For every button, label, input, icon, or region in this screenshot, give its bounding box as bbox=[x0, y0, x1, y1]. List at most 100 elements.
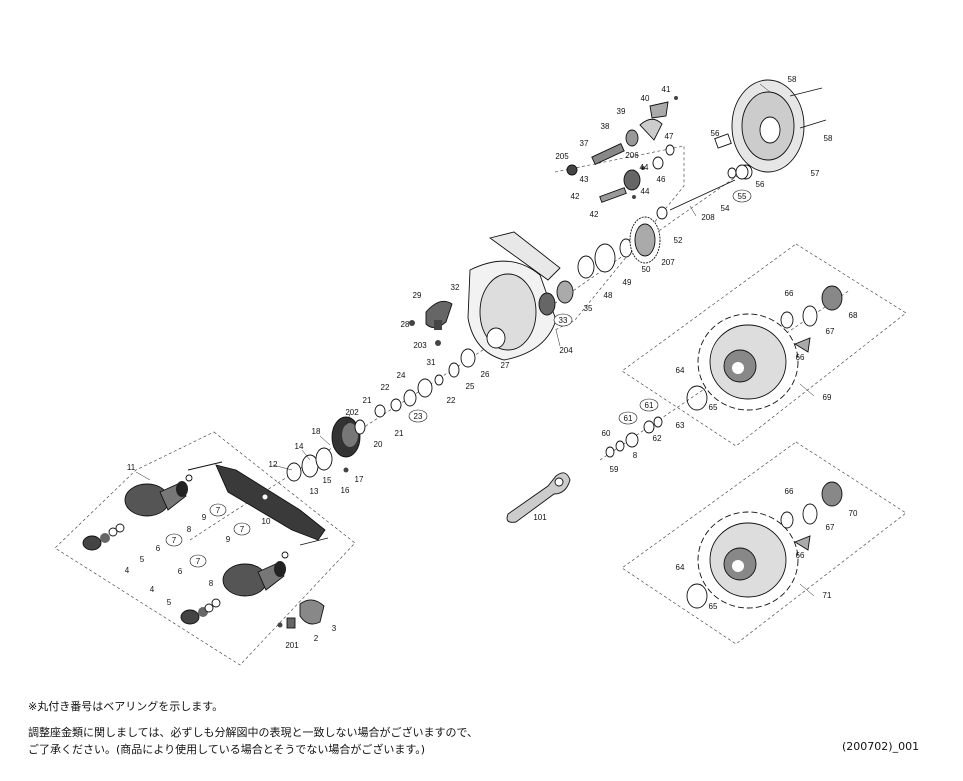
callout-label: 26 bbox=[481, 370, 490, 379]
callout-label: 42 bbox=[590, 210, 599, 219]
callout-label: 58 bbox=[824, 134, 833, 143]
callout-label: 203 bbox=[413, 341, 427, 350]
callout-label: 32 bbox=[451, 283, 460, 292]
knob-cap-lower bbox=[180, 607, 208, 625]
callout-label: 22 bbox=[447, 396, 456, 405]
callout-label: 42 bbox=[571, 192, 580, 201]
callout-label: 70 bbox=[849, 509, 858, 518]
callout-label: 64 bbox=[676, 366, 685, 375]
callout-label: 66 bbox=[785, 289, 794, 298]
callout-label: 31 bbox=[427, 358, 436, 367]
callout-label: 12 bbox=[269, 460, 278, 469]
callout-label: 65 bbox=[709, 602, 718, 611]
callout-label: 21 bbox=[363, 396, 372, 405]
callout-label: 28 bbox=[401, 320, 410, 329]
callout-label: 21 bbox=[395, 429, 404, 438]
callout-label: 5 bbox=[140, 555, 145, 564]
handle-knob-lower bbox=[222, 561, 286, 597]
callout-label: 2 bbox=[314, 634, 319, 643]
callout-label: 59 bbox=[610, 465, 619, 474]
main-drive-gear-202 bbox=[331, 416, 366, 458]
svg-text:7: 7 bbox=[196, 557, 201, 566]
frame-assembly-outline bbox=[554, 145, 685, 331]
callout-label: 8 bbox=[209, 579, 214, 588]
bearing-callout: 7 bbox=[233, 522, 251, 536]
callout-label: 65 bbox=[709, 403, 718, 412]
callout-label: 9 bbox=[226, 535, 231, 544]
spool-71 bbox=[686, 481, 843, 609]
svg-text:7: 7 bbox=[240, 525, 245, 534]
callout-label: 207 bbox=[661, 258, 675, 267]
callout-label: 40 bbox=[641, 94, 650, 103]
callout-label: 6 bbox=[178, 567, 183, 576]
spool-69 bbox=[686, 285, 843, 411]
bearing-callout: 55 bbox=[732, 189, 752, 203]
shim-note-line2: ご了承ください。(商品により使用している場合とそうでない場合がございます。) bbox=[28, 743, 426, 756]
callout-label: 15 bbox=[323, 476, 332, 485]
handle-arm bbox=[187, 461, 329, 546]
callout-label: 66 bbox=[796, 551, 805, 560]
callout-label: 27 bbox=[501, 361, 510, 370]
callout-label: 204 bbox=[559, 346, 573, 355]
callout-label: 9 bbox=[202, 513, 207, 522]
bearing-callout: 61 bbox=[618, 411, 638, 425]
bearing-callouts: 7 7 7 7 23 33 55 61 61 bbox=[165, 189, 752, 568]
callout-label: 208 bbox=[701, 213, 715, 222]
handle-knob-upper bbox=[124, 481, 188, 517]
callout-label: 24 bbox=[397, 371, 406, 380]
handle-assembly-outline bbox=[54, 431, 356, 666]
callout-label: 202 bbox=[345, 408, 359, 417]
bearing-callout: 7 bbox=[209, 503, 227, 517]
callout-label: 43 bbox=[580, 175, 589, 184]
callout-label: 4 bbox=[150, 585, 155, 594]
callout-label: 14 bbox=[295, 442, 304, 451]
callout-label: 206 bbox=[625, 151, 639, 160]
bearing-note: ※丸付き番号はベアリングを示します。 bbox=[28, 700, 224, 713]
callout-labels: 11 12 13 14 15 16 17 18 202 20 21 21 22 … bbox=[125, 75, 858, 650]
wrench-tool-101 bbox=[506, 472, 571, 523]
callout-label: 71 bbox=[823, 591, 832, 600]
callout-label: 37 bbox=[580, 139, 589, 148]
callout-label: 17 bbox=[355, 475, 364, 484]
callout-label: 49 bbox=[623, 278, 632, 287]
svg-text:61: 61 bbox=[645, 401, 654, 410]
shim-note-line1: 調整座金類に関しましては、必ずしも分解図中の表現と一致しない場合がございますので… bbox=[28, 726, 479, 739]
clutch-cam bbox=[425, 300, 453, 330]
callout-label: 10 bbox=[262, 517, 271, 526]
callout-label: 11 bbox=[127, 463, 136, 472]
callout-label: 68 bbox=[849, 311, 858, 320]
callout-label: 44 bbox=[641, 187, 650, 196]
bearing-callout: 7 bbox=[165, 533, 183, 547]
callout-label: 8 bbox=[633, 451, 638, 460]
svg-text:7: 7 bbox=[216, 506, 221, 515]
callout-label: 4 bbox=[125, 566, 130, 575]
callout-label: 5 bbox=[167, 598, 172, 607]
callout-label: 64 bbox=[676, 563, 685, 572]
callout-label: 56 bbox=[711, 129, 720, 138]
callout-label: 6 bbox=[156, 544, 161, 553]
bearing-callout: 7 bbox=[189, 554, 207, 568]
bearing-callout: 23 bbox=[408, 409, 428, 423]
callout-label: 60 bbox=[602, 429, 611, 438]
callout-label: 22 bbox=[381, 383, 390, 392]
callout-label: 66 bbox=[785, 487, 794, 496]
handle-retainer bbox=[286, 599, 325, 629]
callout-label: 13 bbox=[310, 487, 319, 496]
callout-label: 67 bbox=[826, 327, 835, 336]
callout-label: 18 bbox=[312, 427, 321, 436]
svg-text:7: 7 bbox=[172, 536, 177, 545]
callout-label: 50 bbox=[642, 265, 651, 274]
callout-label: 66 bbox=[796, 353, 805, 362]
callout-label: 39 bbox=[617, 107, 626, 116]
svg-text:61: 61 bbox=[624, 414, 633, 423]
bearing-callout: 61 bbox=[639, 398, 659, 412]
reel-frame bbox=[467, 231, 561, 361]
callout-label: 44 bbox=[640, 163, 649, 172]
bearing-callout: 33 bbox=[553, 313, 573, 327]
callout-label: 56 bbox=[756, 180, 765, 189]
callout-label: 16 bbox=[341, 486, 350, 495]
callout-label: 205 bbox=[555, 152, 569, 161]
callout-label: 48 bbox=[604, 291, 613, 300]
leader-lines bbox=[135, 83, 815, 597]
star-drag-stack bbox=[286, 348, 476, 482]
